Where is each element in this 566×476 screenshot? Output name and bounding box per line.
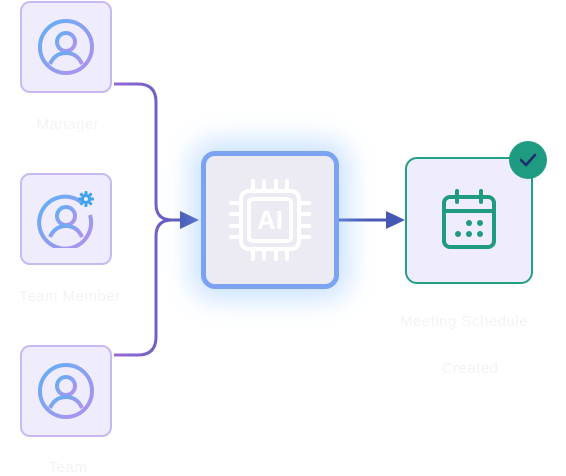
input-label-team-member: Team Member [19, 288, 121, 305]
output-label-line2: Created [441, 360, 499, 377]
output-card [405, 157, 533, 284]
arrowhead-into-ai [180, 211, 199, 229]
input-card-team [20, 345, 112, 437]
user-settings-icon [37, 191, 94, 248]
connector-bottom [114, 218, 190, 357]
ai-chip-icon: AI [229, 179, 311, 261]
check-icon [519, 153, 537, 167]
calendar-icon [442, 189, 496, 249]
input-card-manager [20, 1, 112, 93]
input-label-team: Team [48, 459, 88, 476]
input-label-manager: Manager [36, 116, 100, 133]
ai-chip-label: AI [257, 205, 283, 235]
gear-icon [78, 191, 94, 207]
output-label-line1: Meeting Schedule [399, 313, 529, 330]
arrowhead-into-output [386, 211, 405, 229]
check-badge [509, 141, 547, 179]
user-icon [38, 19, 94, 75]
ai-processor-card: AI [201, 151, 339, 289]
connector-top [114, 82, 190, 222]
user-icon [38, 363, 94, 419]
input-card-team-member [20, 173, 112, 265]
